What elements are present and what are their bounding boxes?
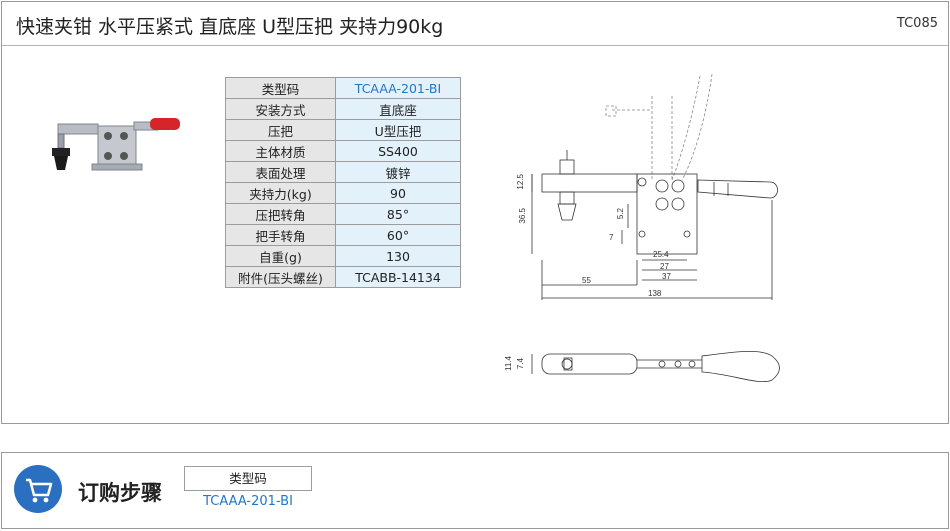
page-title: 快速夹钳 水平压紧式 直底座 U型压把 夹持力90kg: [16, 16, 444, 38]
header-divider: [2, 45, 948, 46]
product-photo: [52, 118, 180, 171]
spec-value[interactable]: TCAAA-201-BI: [335, 77, 461, 99]
dim-25-4: 25.4: [653, 250, 669, 259]
spec-value: 85°: [335, 203, 461, 225]
dim-37: 37: [662, 272, 671, 281]
spec-key: 主体材质: [225, 140, 336, 162]
spec-row: 夹持力(kg)90: [225, 182, 461, 204]
top-view-labels: 11.4 7.4: [502, 342, 792, 397]
dim-7-4: 7.4: [516, 358, 525, 370]
raised-position-ghost: [605, 73, 713, 181]
spec-value: TCABB-14134: [335, 266, 461, 288]
product-code: TC085: [896, 16, 938, 31]
spec-value: U型压把: [335, 119, 461, 141]
spec-value: 镀锌: [335, 161, 461, 183]
spec-row: 自重(g)130: [225, 245, 461, 267]
top-view-drawing: [531, 350, 780, 383]
spec-value: SS400: [335, 140, 461, 162]
spec-key: 夹持力(kg): [225, 182, 336, 204]
spec-key: 把手转角: [225, 224, 336, 246]
spec-key: 压把: [225, 119, 336, 141]
order-type-code-label: 类型码: [184, 466, 312, 491]
spec-key: 表面处理: [225, 161, 336, 183]
spec-value: 90: [335, 182, 461, 204]
dim-12-5: 12.5: [516, 174, 525, 190]
dim-138: 138: [648, 289, 662, 298]
cart-icon: [14, 465, 62, 513]
order-steps-panel: 订购步骤 类型码 TCAAA-201-BI: [1, 452, 949, 529]
spec-value: 直底座: [335, 98, 461, 120]
spec-row: 附件(压头螺丝)TCABB-14134: [225, 266, 461, 288]
dim-36-5: 36.5: [518, 208, 527, 224]
dim-27: 27: [660, 262, 669, 271]
spec-value: 130: [335, 245, 461, 267]
spec-key: 类型码: [225, 77, 336, 99]
spec-row: 安装方式直底座: [225, 98, 461, 120]
spec-key: 压把转角: [225, 203, 336, 225]
side-view-drawing: [531, 73, 778, 300]
spec-key: 附件(压头螺丝): [225, 266, 336, 288]
dim-55: 55: [582, 276, 591, 285]
spec-key: 安装方式: [225, 98, 336, 120]
dim-5-2: 5.2: [616, 208, 625, 220]
spec-row: 表面处理镀锌: [225, 161, 461, 183]
dim-7: 7: [609, 233, 614, 242]
dimension-labels: 12.5 36.5 5.2 7 25.4 27 37 55 138: [502, 70, 792, 310]
spec-value: 60°: [335, 224, 461, 246]
dim-11-4: 11.4: [504, 356, 513, 371]
order-steps-title: 订购步骤: [78, 481, 162, 505]
spec-key: 自重(g): [225, 245, 336, 267]
order-type-code-value[interactable]: TCAAA-201-BI: [203, 494, 293, 509]
